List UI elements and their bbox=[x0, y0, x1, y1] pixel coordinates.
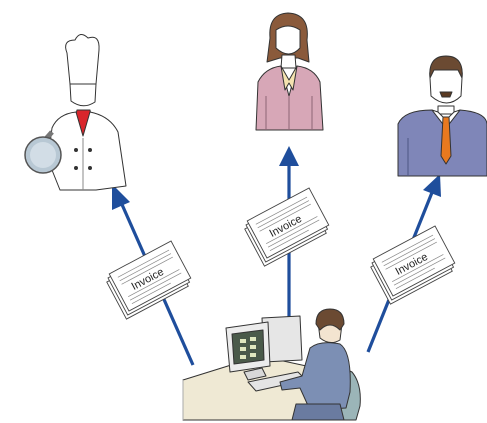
arrow-up-icon bbox=[112, 184, 130, 210]
chef-icon bbox=[24, 34, 127, 191]
computer-operator-icon bbox=[182, 308, 361, 421]
invoice-document-left: Invoice bbox=[106, 240, 192, 320]
invoice-document-middle: Invoice bbox=[244, 187, 330, 267]
invoice-document-right: Invoice bbox=[370, 225, 456, 305]
businessman-icon bbox=[397, 55, 487, 177]
businesswoman-icon bbox=[255, 12, 324, 131]
arrow-up-icon bbox=[279, 146, 299, 166]
arrow-up-icon bbox=[423, 174, 441, 197]
